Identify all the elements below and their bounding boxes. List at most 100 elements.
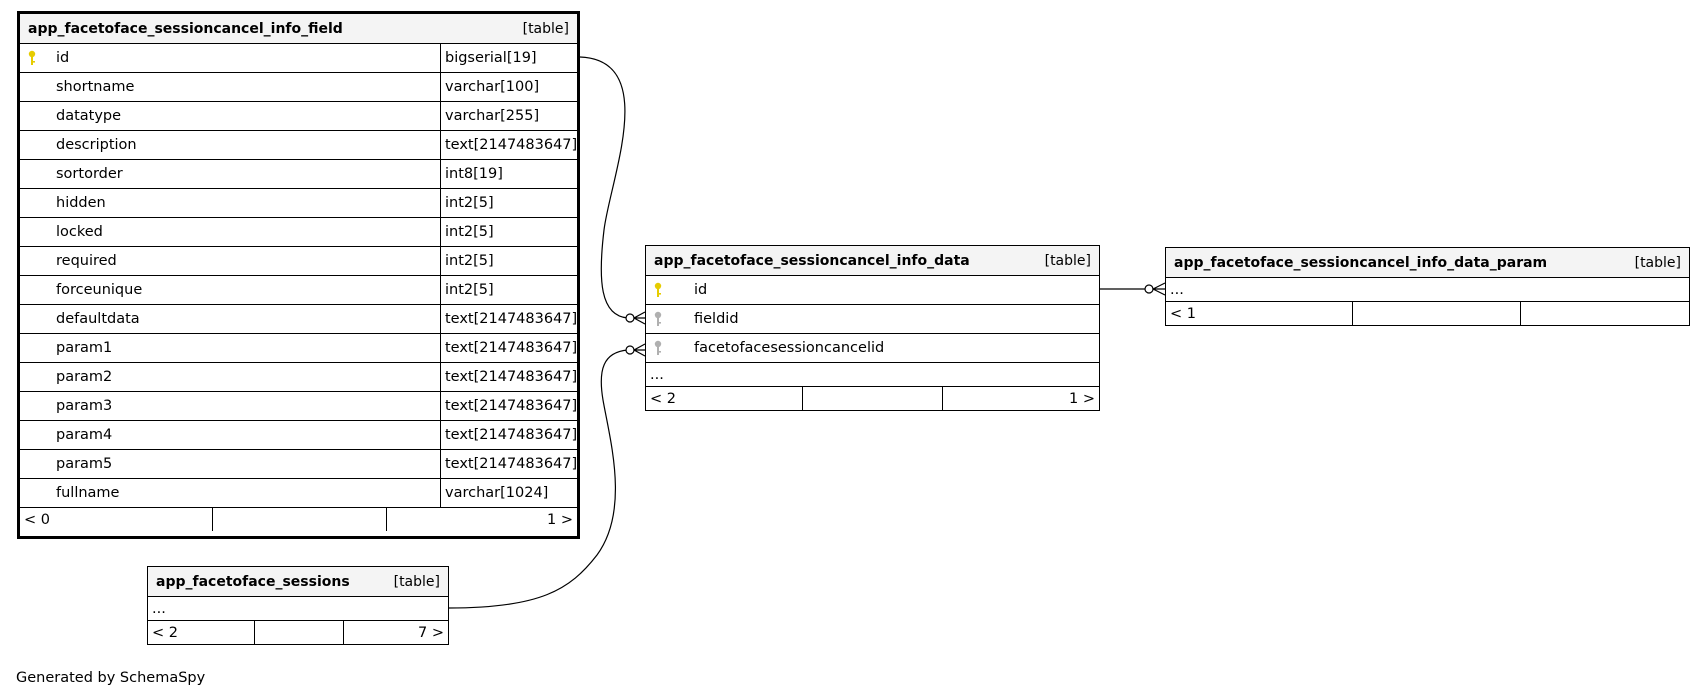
column-name-cell: param5 — [20, 450, 441, 478]
column-name-cell: param4 — [20, 421, 441, 449]
footer-children: 1 > — [547, 511, 573, 528]
column-name: id — [694, 282, 708, 298]
column-name-cell: param3 — [20, 392, 441, 420]
column-name: required — [56, 253, 117, 269]
column-name: param2 — [56, 369, 113, 385]
primary-key-icon — [28, 50, 48, 66]
column-list: id fieldid facetofacesessioncancelid — [646, 276, 1099, 363]
column-name-cell: shortname — [20, 73, 441, 101]
table-name: app_facetoface_sessioncancel_info_field — [28, 20, 343, 37]
edge-sessioncancelid-crowfoot — [633, 343, 646, 357]
footer-children: 7 > — [418, 624, 444, 641]
column-type: varchar[255] — [445, 108, 540, 124]
footer-parents: < 2 — [646, 387, 803, 410]
table-header: app_facetoface_sessioncancel_info_data [… — [646, 246, 1099, 276]
column-row[interactable]: id — [646, 276, 1099, 305]
edge-sessioncancelid — [448, 349, 629, 609]
foreign-key-icon — [654, 311, 678, 327]
column-type: int2[5] — [445, 224, 494, 240]
table-footer: < 1 — [1166, 302, 1689, 325]
table-kind: [table] — [1634, 254, 1681, 271]
column-name: param3 — [56, 398, 113, 414]
table-sessions[interactable]: app_facetoface_sessions [table] ... < 2 … — [147, 566, 449, 645]
column-name-cell: locked — [20, 218, 441, 246]
table-info-field[interactable]: app_facetoface_sessioncancel_info_field … — [17, 11, 580, 539]
column-row[interactable]: hidden int2[5] — [20, 189, 577, 218]
column-row[interactable]: facetofacesessioncancelid — [646, 334, 1099, 363]
edge-fieldid — [579, 56, 629, 319]
column-name: param5 — [56, 456, 113, 472]
column-type: int2[5] — [445, 195, 494, 211]
column-name-cell: fieldid — [646, 305, 1099, 333]
footer-children: 1 > — [1069, 390, 1095, 407]
column-name-cell: sortorder — [20, 160, 441, 188]
footer-parents: < 0 — [20, 508, 213, 531]
column-type: text[2147483647] — [445, 427, 578, 443]
table-header: app_facetoface_sessioncancel_info_data_p… — [1166, 248, 1689, 278]
column-name-cell: facetofacesessioncancelid — [646, 334, 1099, 362]
column-type: text[2147483647] — [445, 369, 578, 385]
edge-fieldid-crowfoot — [633, 311, 646, 325]
column-row[interactable]: datatype varchar[255] — [20, 102, 577, 131]
table-info-data[interactable]: app_facetoface_sessioncancel_info_data [… — [645, 245, 1100, 411]
more-columns-ellipsis: ... — [1166, 278, 1689, 302]
column-row[interactable]: param1 text[2147483647] — [20, 334, 577, 363]
more-columns-ellipsis: ... — [148, 597, 448, 621]
column-type: text[2147483647] — [445, 340, 578, 356]
column-row[interactable]: param5 text[2147483647] — [20, 450, 577, 479]
table-name: app_facetoface_sessions — [156, 573, 350, 590]
column-row[interactable]: param4 text[2147483647] — [20, 421, 577, 450]
footer-parents: < 1 — [1166, 302, 1353, 325]
more-columns-ellipsis: ... — [646, 363, 1099, 387]
column-name: shortname — [56, 79, 135, 95]
column-name-cell: hidden — [20, 189, 441, 217]
column-name-cell: forceunique — [20, 276, 441, 304]
generated-by-label: Generated by SchemaSpy — [16, 670, 206, 686]
edge-data-param-crowfoot — [1152, 282, 1166, 296]
column-row[interactable]: defaultdata text[2147483647] — [20, 305, 577, 334]
column-name: defaultdata — [56, 311, 140, 327]
table-kind: [table] — [1044, 252, 1091, 269]
column-type: text[2147483647] — [445, 311, 578, 327]
footer-mid — [803, 387, 943, 410]
column-name: hidden — [56, 195, 106, 211]
column-type: text[2147483647] — [445, 456, 578, 472]
column-type: varchar[100] — [445, 79, 540, 95]
table-name: app_facetoface_sessioncancel_info_data — [654, 252, 970, 269]
table-info-data-param[interactable]: app_facetoface_sessioncancel_info_data_p… — [1165, 247, 1690, 326]
column-name: param4 — [56, 427, 113, 443]
table-header: app_facetoface_sessioncancel_info_field … — [20, 14, 577, 44]
table-footer: < 2 7 > — [148, 621, 448, 644]
column-name: fieldid — [694, 311, 739, 327]
column-name: datatype — [56, 108, 122, 124]
primary-key-icon — [654, 282, 678, 298]
column-name: param1 — [56, 340, 113, 356]
footer-children — [1521, 302, 1689, 325]
table-kind: [table] — [522, 20, 569, 37]
column-name: forceunique — [56, 282, 143, 298]
column-name-cell: datatype — [20, 102, 441, 130]
column-row[interactable]: param2 text[2147483647] — [20, 363, 577, 392]
column-name-cell: defaultdata — [20, 305, 441, 333]
table-footer: < 2 1 > — [646, 387, 1099, 410]
column-name-cell: param2 — [20, 363, 441, 391]
column-name-cell: id — [20, 44, 441, 72]
table-kind: [table] — [393, 573, 440, 590]
table-footer: < 0 1 > — [20, 508, 577, 531]
column-name-cell: description — [20, 131, 441, 159]
column-name-cell: fullname — [20, 479, 441, 507]
column-row[interactable]: shortname varchar[100] — [20, 73, 577, 102]
footer-mid — [213, 508, 387, 531]
column-name-cell: param1 — [20, 334, 441, 362]
column-type: bigserial[19] — [445, 50, 537, 66]
column-row[interactable]: fieldid — [646, 305, 1099, 334]
